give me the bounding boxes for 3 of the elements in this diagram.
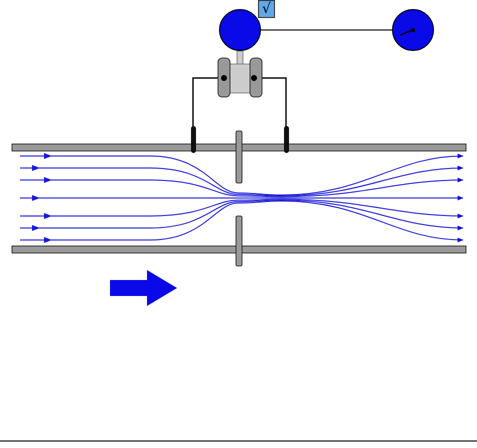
square-root-label: √ [258,0,275,18]
transmitter-circle [219,9,261,51]
indicator-gauge [392,9,434,51]
